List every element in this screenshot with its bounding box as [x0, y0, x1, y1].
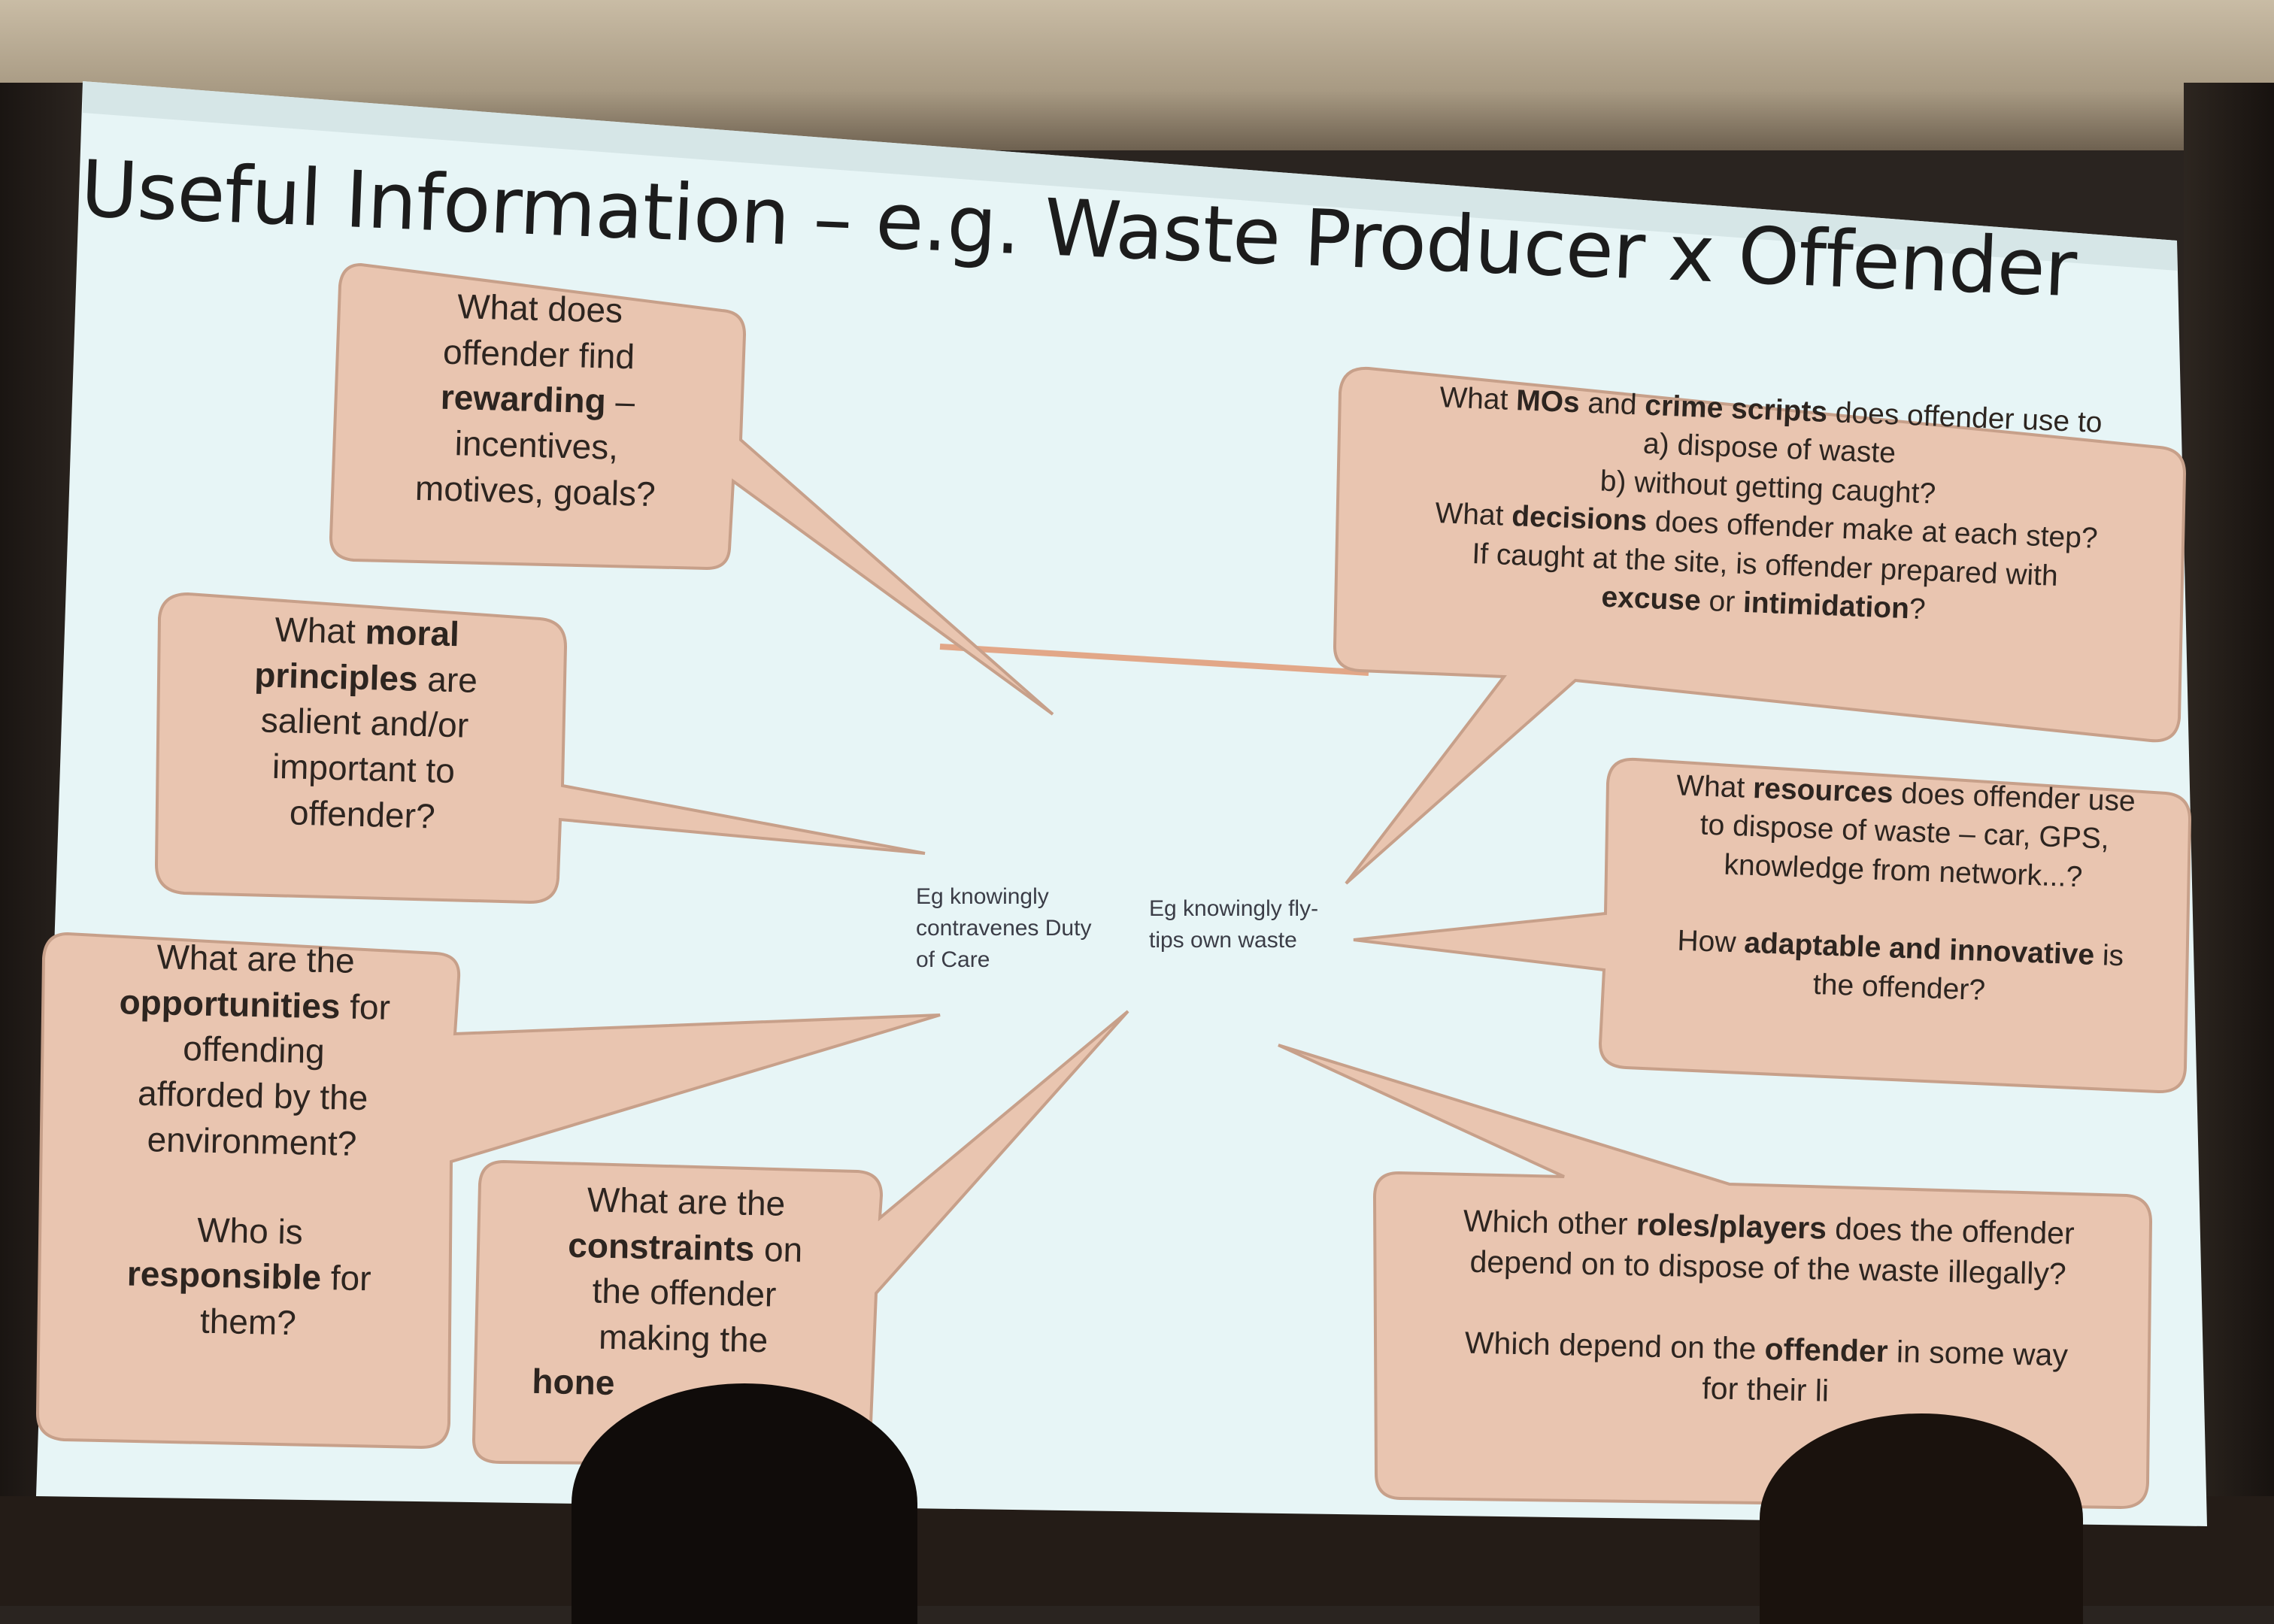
bold-keyword: offender — [1764, 1332, 1889, 1369]
callout-line: opportunities for — [55, 977, 454, 1032]
center-label-right-line: tips own waste — [1149, 928, 1297, 953]
callout-text-fragment: are — [417, 659, 478, 700]
callout-text-fragment: does offender use — [1892, 777, 2136, 818]
callout-text-fragment: does offender use to — [1827, 395, 2103, 440]
callout-line: What are the — [156, 937, 356, 980]
callout-resources: What resources does offender use to disp… — [1613, 765, 2192, 1017]
center-label-right-line: Eg knowingly fly- — [1149, 896, 1319, 921]
slide-top-band — [83, 81, 2177, 271]
callout-line: offending — [182, 1029, 326, 1071]
bold-keyword: opportunities — [119, 981, 341, 1026]
callout-moral: What moral principles are salient and/or… — [177, 604, 552, 842]
center-label-left-line: of Care — [916, 947, 990, 972]
callout-text-fragment: What — [1675, 769, 1754, 804]
callout-text-fragment: Which other — [1463, 1203, 1637, 1242]
bold-keyword: hone — [531, 1361, 615, 1402]
callout-roles: Which other roles/players does the offen… — [1389, 1199, 2145, 1418]
callout-line: Who is — [196, 1210, 304, 1252]
callout-text-fragment: ? — [1909, 592, 1927, 626]
callout-text-fragment: is — [2094, 939, 2124, 973]
callout-text-fragment: How — [1676, 925, 1745, 960]
bold-keyword: moral — [364, 611, 460, 654]
bold-keyword: MOs — [1515, 384, 1581, 420]
callout-text-fragment: – — [605, 381, 635, 422]
callout-line: them? — [199, 1301, 297, 1343]
callout-line: offender? — [289, 792, 436, 836]
callout-text-fragment: Which depend on the — [1464, 1325, 1766, 1367]
callout-line: constraints on — [490, 1220, 881, 1274]
callout-rewarding-shape — [329, 262, 1054, 716]
callout-text-fragment: What — [274, 609, 366, 651]
bold-keyword: resources — [1752, 771, 1894, 810]
center-label-duty-of-care: Eg knowingly contravenes Duty of Care — [916, 881, 1091, 976]
callout-moral-shape — [154, 592, 926, 904]
callout-text-fragment: does the offender — [1826, 1210, 2075, 1251]
bold-keyword: excuse — [1600, 580, 1702, 618]
callout-text-fragment: or — [1699, 585, 1744, 620]
audience-head-right — [1760, 1413, 2083, 1624]
callout-text-fragment: What — [1439, 381, 1518, 417]
bold-keyword: decisions — [1511, 500, 1648, 538]
callout-text-fragment: and — [1578, 386, 1646, 422]
callout-line: environment? — [147, 1119, 357, 1163]
connector-line — [939, 644, 1369, 676]
callout-opportunities: What are the opportunities for offending… — [48, 932, 455, 1350]
callout-text-fragment: in some way — [1887, 1334, 2069, 1373]
center-label-fly-tips: Eg knowingly fly- tips own waste — [1149, 893, 1318, 956]
callout-line: afforded by the — [137, 1073, 368, 1118]
bold-keyword: roles/players — [1636, 1207, 1827, 1246]
bold-keyword: responsible — [126, 1253, 322, 1298]
callout-text-fragment: for — [320, 1258, 372, 1298]
bold-keyword: crime scripts — [1644, 389, 1828, 429]
bold-keyword: intimidation — [1742, 586, 1910, 626]
audience-head-left — [572, 1383, 917, 1624]
callout-line: the offender — [592, 1271, 777, 1314]
bold-keyword: constraints — [567, 1225, 755, 1268]
callout-line: making the — [598, 1316, 769, 1360]
callout-constraints: What are the constraints on the offender… — [487, 1175, 882, 1411]
callout-line: What are the — [587, 1180, 786, 1223]
bold-keyword: rewarding — [440, 377, 607, 421]
center-label-left-line: Eg knowingly — [916, 884, 1049, 909]
callout-rewarding: What does offender find rewarding – ince… — [350, 281, 725, 519]
callout-text-fragment: for — [339, 986, 391, 1027]
callout-text-fragment: What — [1434, 497, 1513, 533]
callout-opportunities-shape — [35, 932, 941, 1450]
callout-resources-shape — [1353, 757, 2192, 1094]
callout-roles-shape — [1278, 1044, 2153, 1510]
callout-line: responsible for — [50, 1250, 449, 1304]
callout-mos-shape — [1333, 366, 2187, 885]
callout-mos: What MOs and crime scripts does offender… — [1349, 375, 2185, 639]
bold-keyword: principles — [253, 654, 419, 698]
callout-text-fragment: on — [753, 1229, 803, 1269]
callout-line: motives, goals? — [414, 468, 656, 514]
center-label-left-line: contravenes Duty — [916, 916, 1092, 941]
